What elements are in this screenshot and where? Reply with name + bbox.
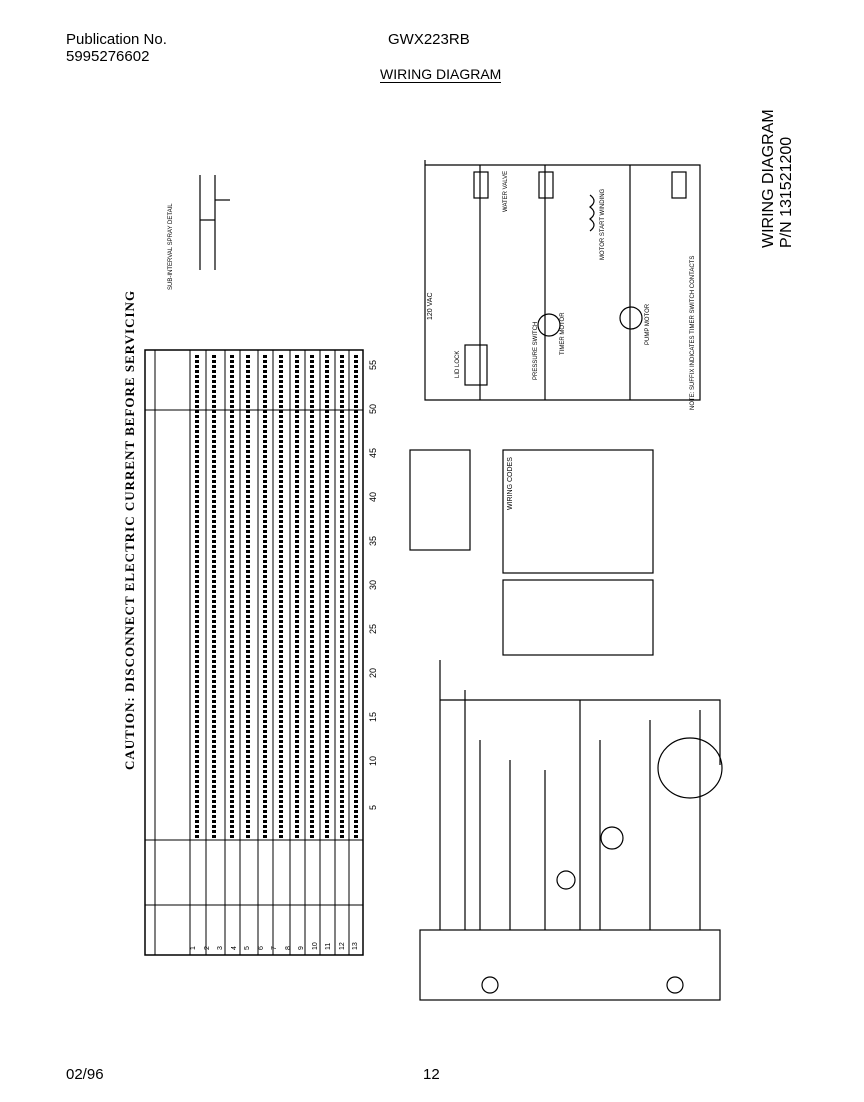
model-number: GWX223RB	[388, 31, 470, 48]
table-row-number: 5	[244, 946, 251, 950]
publication-number: 5995276602	[66, 48, 150, 65]
dial-scale-label: 20	[368, 667, 378, 678]
table-row-number: 7	[271, 946, 278, 950]
table-row-number: 4	[230, 946, 238, 950]
table-row-number: 13	[352, 942, 359, 950]
dial-scale-label: 15	[368, 711, 378, 722]
dial-scale-label: 35	[368, 535, 378, 546]
dial-scale-label: 55	[368, 359, 378, 370]
page-title: WIRING DIAGRAM	[380, 66, 502, 83]
water-valve-label: WATER VALVE	[503, 170, 509, 212]
dial-scale-label: 50	[368, 403, 378, 414]
schematic	[424, 160, 701, 401]
table-row-number: 8	[284, 946, 292, 950]
timer-motor-label: TIMER MOTOR	[560, 312, 566, 355]
page-number: 12	[423, 1066, 440, 1083]
table-row-number: 10	[311, 942, 319, 950]
dial-scale-label: 10	[368, 755, 378, 766]
pump-motor-label: PUMP MOTOR	[645, 303, 651, 345]
spray-detail	[199, 175, 230, 270]
spray-detail-label: SUB-INTERVAL SPRAY DETAIL	[168, 203, 174, 290]
diagram-part-number: P/N 131521200	[778, 136, 795, 248]
table-row-number: 9	[298, 946, 305, 950]
publication-label: Publication No.	[66, 31, 167, 48]
dial-scale-label: 30	[368, 579, 378, 590]
table-row-number: 2	[203, 946, 211, 950]
footer-date: 02/96	[66, 1066, 104, 1083]
timer-chart	[144, 349, 364, 956]
caution-text: CAUTION: DISCONNECT ELECTRIC CURRENT BEF…	[122, 289, 137, 770]
wiring-codes-box	[409, 449, 654, 656]
timer-bars	[195, 355, 358, 838]
dial-scale-label: 5	[368, 804, 378, 810]
wiring-codes-label: WIRING CODES	[507, 457, 514, 510]
pressure-switch-label: PRESSURE SWITCH	[533, 321, 539, 380]
lid-lock-label: LID LOCK	[455, 350, 461, 378]
dial-scale-label: 45	[368, 447, 378, 458]
table-row-number: 1	[190, 946, 197, 950]
table-row-number: 6	[257, 946, 265, 950]
motor-start-winding-label: MOTOR START WINDING	[600, 188, 606, 260]
dial-scale-label: 25	[368, 623, 378, 634]
table-row-number: 12	[338, 942, 346, 950]
suffix-note: NOTE: SUFFIX INDICATES TIMER SWITCH CONT…	[690, 255, 696, 410]
dial-scale-label: 40	[368, 491, 378, 502]
table-row-number: 11	[325, 942, 332, 950]
main-schematic	[419, 660, 723, 1001]
table-row-number: 3	[217, 946, 224, 950]
diagram-title-rotated: WIRING DIAGRAM	[760, 109, 777, 248]
vac-label: 120 VAC	[427, 292, 434, 321]
